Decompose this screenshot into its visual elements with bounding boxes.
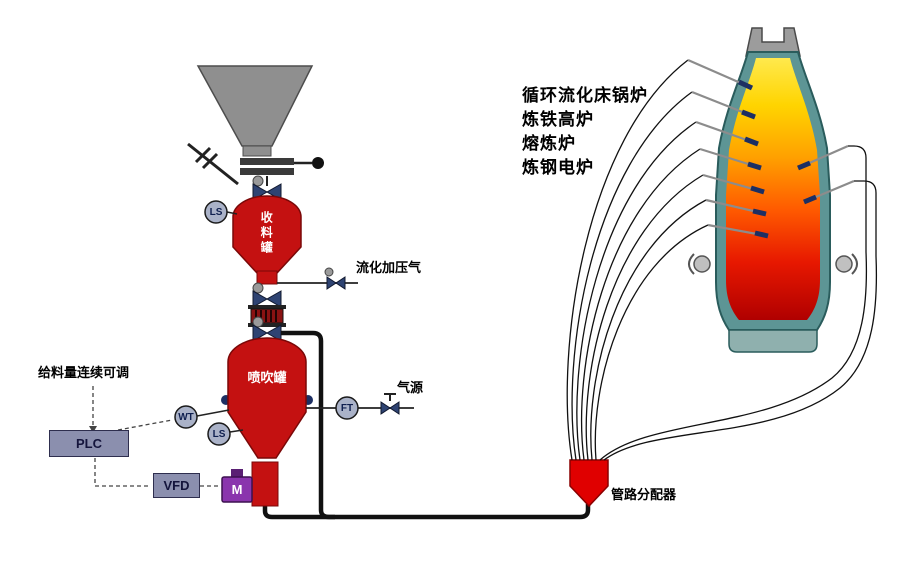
receiving-tank-group — [204, 175, 302, 285]
motor-cap — [231, 469, 243, 477]
distribution-pipe — [576, 121, 697, 461]
distribution-pipe — [599, 145, 868, 461]
distribution-pipe — [603, 180, 878, 461]
valve-b-right — [265, 290, 282, 308]
lance-tip — [750, 185, 765, 195]
ft-circle — [335, 396, 359, 420]
rotary-feeder — [251, 461, 279, 507]
inlet-flange-tick-1 — [194, 146, 212, 164]
injection-tank-body — [227, 337, 307, 459]
valve-e-left — [380, 401, 391, 415]
lance-tip — [744, 136, 759, 147]
furnace-top-cap — [745, 27, 801, 57]
furnace-group — [688, 27, 858, 353]
valve-b-actuator — [252, 282, 264, 294]
valve-d-actuator — [324, 267, 334, 277]
conveying-pipe-group — [262, 330, 591, 520]
furnace-type-label: 循环流化床锅炉 — [522, 86, 648, 105]
inlet-flange-tick-2 — [201, 152, 219, 170]
lance-tip — [737, 79, 754, 91]
receiving-tank-label: 收料罐 — [259, 211, 274, 256]
trunnion-hook-right — [851, 253, 858, 275]
vfd-box: VFD — [153, 473, 200, 498]
valve-d-right — [335, 276, 346, 290]
motor-label: M — [231, 482, 243, 497]
feed-hopper-group — [187, 65, 324, 186]
distribution-pipe — [566, 59, 689, 461]
ls-upper-lead — [226, 211, 238, 215]
ls-lower-label: LS — [212, 428, 226, 440]
distribution-pipe — [594, 224, 709, 461]
furnace-type-list: 循环流化床锅炉 炼铁高炉 熔炼炉 炼钢电炉 — [522, 84, 648, 180]
hopper-neck — [242, 145, 272, 157]
feed-note-label: 给料量连续可调 — [38, 365, 130, 380]
trunnion-right — [835, 255, 853, 273]
ls-lower-lead — [229, 429, 244, 433]
gas-source-label: 气源 — [397, 380, 424, 395]
ls-upper-label: LS — [209, 206, 223, 218]
handwheel-knob — [312, 157, 324, 169]
lance-tip — [741, 109, 756, 120]
furnace-pedestal — [728, 329, 818, 353]
valve-b-left — [252, 290, 269, 308]
feed-hopper — [196, 65, 314, 147]
valve-c-left — [252, 324, 269, 342]
lance-tip — [803, 194, 817, 205]
plc-to-wt-line — [117, 419, 173, 431]
wt-circle — [174, 405, 198, 429]
conveying-pipe — [262, 504, 591, 520]
furnace-type-label: 炼钢电炉 — [522, 158, 594, 177]
valve-a-actuator — [252, 175, 264, 187]
valve-c-actuator — [252, 316, 264, 328]
ls-lower-circle — [207, 422, 231, 446]
fluidization-line-group — [277, 267, 358, 290]
injection-tank-group — [174, 337, 313, 507]
distribution-pipe-bundle — [566, 59, 878, 461]
wt-lead — [196, 409, 230, 417]
plc-arrowhead — [89, 426, 97, 433]
lance-tip — [754, 230, 769, 239]
receiving-tank-body — [232, 195, 302, 274]
furnace-flame — [726, 58, 820, 320]
distribution-pipe — [571, 91, 693, 461]
furnace-type-label: 熔炼炉 — [522, 134, 576, 153]
plc-to-vfd-line — [94, 458, 151, 487]
distributor-label: 管路分配器 — [611, 487, 677, 502]
valve-train-group — [248, 282, 286, 342]
wt-label: WT — [178, 411, 194, 423]
lance-tip — [747, 161, 762, 171]
hopper-flange-bottom — [240, 168, 294, 175]
control-lines-group — [92, 386, 220, 487]
injection-tank-label: 喷吹罐 — [247, 370, 287, 385]
distribution-pipe — [590, 199, 707, 461]
fluidization-gas-label: 流化加压气 — [356, 260, 422, 275]
trunnion-hook-left — [688, 253, 695, 275]
ft-label: FT — [340, 402, 354, 414]
distributor-group — [569, 459, 609, 508]
valve-d-left — [326, 276, 337, 290]
lance-tip — [752, 208, 767, 217]
furnace-type-label: 炼铁高炉 — [522, 110, 594, 129]
ls-upper-circle — [204, 200, 228, 224]
receiving-tank-outlet — [256, 270, 278, 285]
bellows-flange-top — [248, 305, 286, 309]
distribution-pipe — [580, 148, 701, 461]
bellows-flange-bottom — [248, 323, 286, 327]
lance-tip — [797, 160, 811, 171]
plc-box: PLC — [49, 430, 129, 457]
gas-source-line-group — [306, 393, 414, 420]
valve-e-right — [389, 401, 400, 415]
pipe-distributor — [569, 459, 609, 508]
inlet-lance-pipe — [187, 142, 239, 186]
motor-body — [221, 476, 253, 503]
injection-lances-group — [687, 58, 855, 239]
trunnion-left — [693, 255, 711, 273]
distribution-pipe — [585, 174, 704, 461]
hopper-flange-top — [240, 158, 294, 165]
